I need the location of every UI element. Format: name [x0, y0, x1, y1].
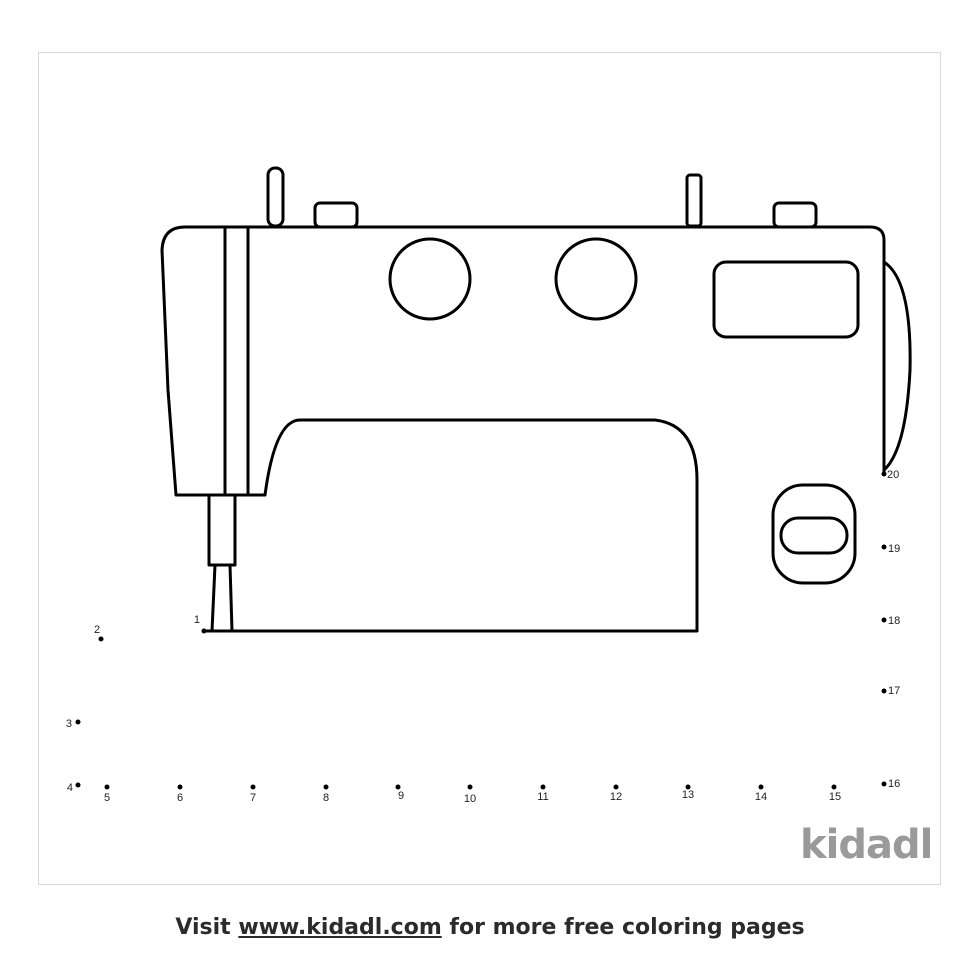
dot-20 [881, 471, 887, 477]
knob-left [313, 201, 359, 229]
dot-9 [395, 784, 401, 790]
dot-3 [75, 719, 81, 725]
kidadl-link[interactable]: www.kidadl.com [238, 915, 442, 940]
dot-5 [104, 784, 110, 790]
dot-label-14: 14 [755, 791, 767, 803]
dot-8 [323, 784, 329, 790]
dot-label-2: 2 [94, 624, 100, 636]
dot-18 [881, 617, 887, 623]
dot-label-11: 11 [537, 791, 548, 803]
footer-suffix: for more free coloring pages [441, 915, 805, 940]
dot-label-9: 9 [398, 790, 404, 802]
display-panel [712, 260, 860, 339]
footer-prefix: Visit [175, 915, 239, 940]
dot-11 [540, 784, 546, 790]
dial-right [554, 237, 638, 321]
dot-label-13: 13 [682, 789, 694, 801]
stitch-selector [771, 483, 857, 585]
dot-label-16: 16 [888, 778, 900, 790]
dot-label-8: 8 [323, 792, 329, 804]
stitch-selector-button [779, 516, 849, 555]
dot-label-17: 17 [888, 685, 900, 697]
dot-6 [177, 784, 183, 790]
dot-2 [98, 636, 104, 642]
dot-label-15: 15 [829, 791, 841, 803]
dot-7 [250, 784, 256, 790]
dot-1 [201, 628, 207, 634]
dot-14 [758, 784, 764, 790]
dot-17 [881, 688, 887, 694]
dot-label-1: 1 [194, 614, 200, 626]
worksheet-frame [38, 52, 941, 885]
footer-text: Visit www.kidadl.com for more free color… [0, 915, 980, 940]
machine-arm [202, 418, 699, 633]
dot-label-18: 18 [888, 615, 900, 627]
dot-label-6: 6 [177, 792, 183, 804]
handwheel [882, 260, 912, 472]
dot-15 [831, 784, 837, 790]
dot-12 [613, 784, 619, 790]
dot-16 [881, 781, 887, 787]
dot-label-7: 7 [250, 792, 256, 804]
dot-10 [467, 784, 473, 790]
dial-left [388, 237, 472, 321]
dot-4 [75, 782, 81, 788]
dot-label-3: 3 [66, 718, 72, 730]
dot-label-4: 4 [67, 782, 73, 794]
machine-top-and-head [160, 225, 886, 497]
dot-19 [881, 544, 887, 550]
dot-13 [685, 784, 691, 790]
spool-pin-right [685, 173, 703, 228]
machine-outline [160, 166, 912, 633]
kidadl-logo: kidadl [800, 822, 933, 868]
spool-pin-left [266, 166, 285, 228]
dot-label-5: 5 [104, 792, 110, 804]
needle-bar [207, 493, 237, 567]
needle [210, 563, 234, 633]
knob-right [772, 201, 818, 229]
dot-label-10: 10 [464, 793, 476, 805]
dot-label-20: 20 [887, 469, 899, 481]
dot-label-12: 12 [610, 791, 622, 803]
dot-label-19: 19 [888, 543, 900, 555]
